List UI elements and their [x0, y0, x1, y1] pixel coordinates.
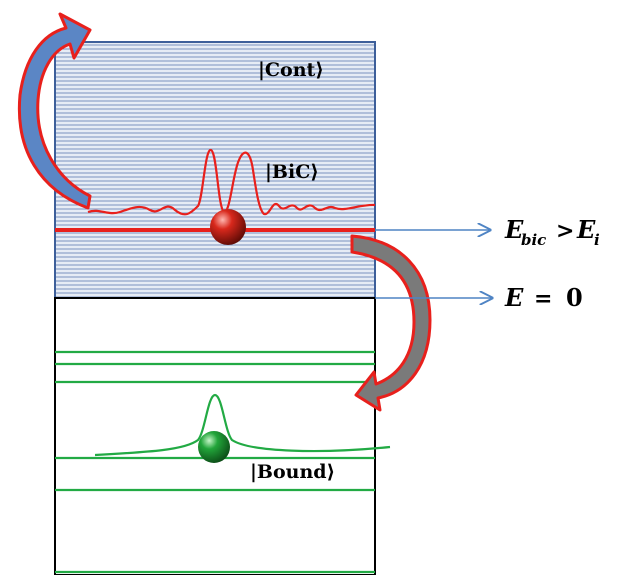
ei-symbol: E	[576, 215, 596, 244]
ebic-operator: >	[556, 218, 574, 244]
ebic-equation: E bic > E i	[504, 215, 600, 249]
decay-arrow	[350, 234, 432, 412]
bound-label: |Bound⟩	[250, 461, 335, 483]
cont-label: |Cont⟩	[258, 59, 324, 81]
ezero-rhs: 0	[566, 283, 583, 312]
bic-label: |BiC⟩	[265, 161, 319, 183]
ezero-operator: =	[534, 286, 552, 312]
ebic-symbol: E	[504, 215, 524, 244]
bound-wavefunction	[94, 393, 391, 457]
bound-region	[54, 297, 376, 575]
ezero-lhs: E	[504, 283, 524, 312]
ebic-subscript: bic	[521, 231, 546, 249]
bic-particle	[210, 209, 246, 245]
escape-arrow	[17, 12, 92, 210]
continuum-region	[54, 41, 376, 299]
bound-particle	[198, 431, 230, 463]
ei-subscript: i	[594, 231, 600, 249]
bic-wavefunction	[87, 148, 376, 216]
ezero-equation: E = 0	[504, 283, 583, 312]
